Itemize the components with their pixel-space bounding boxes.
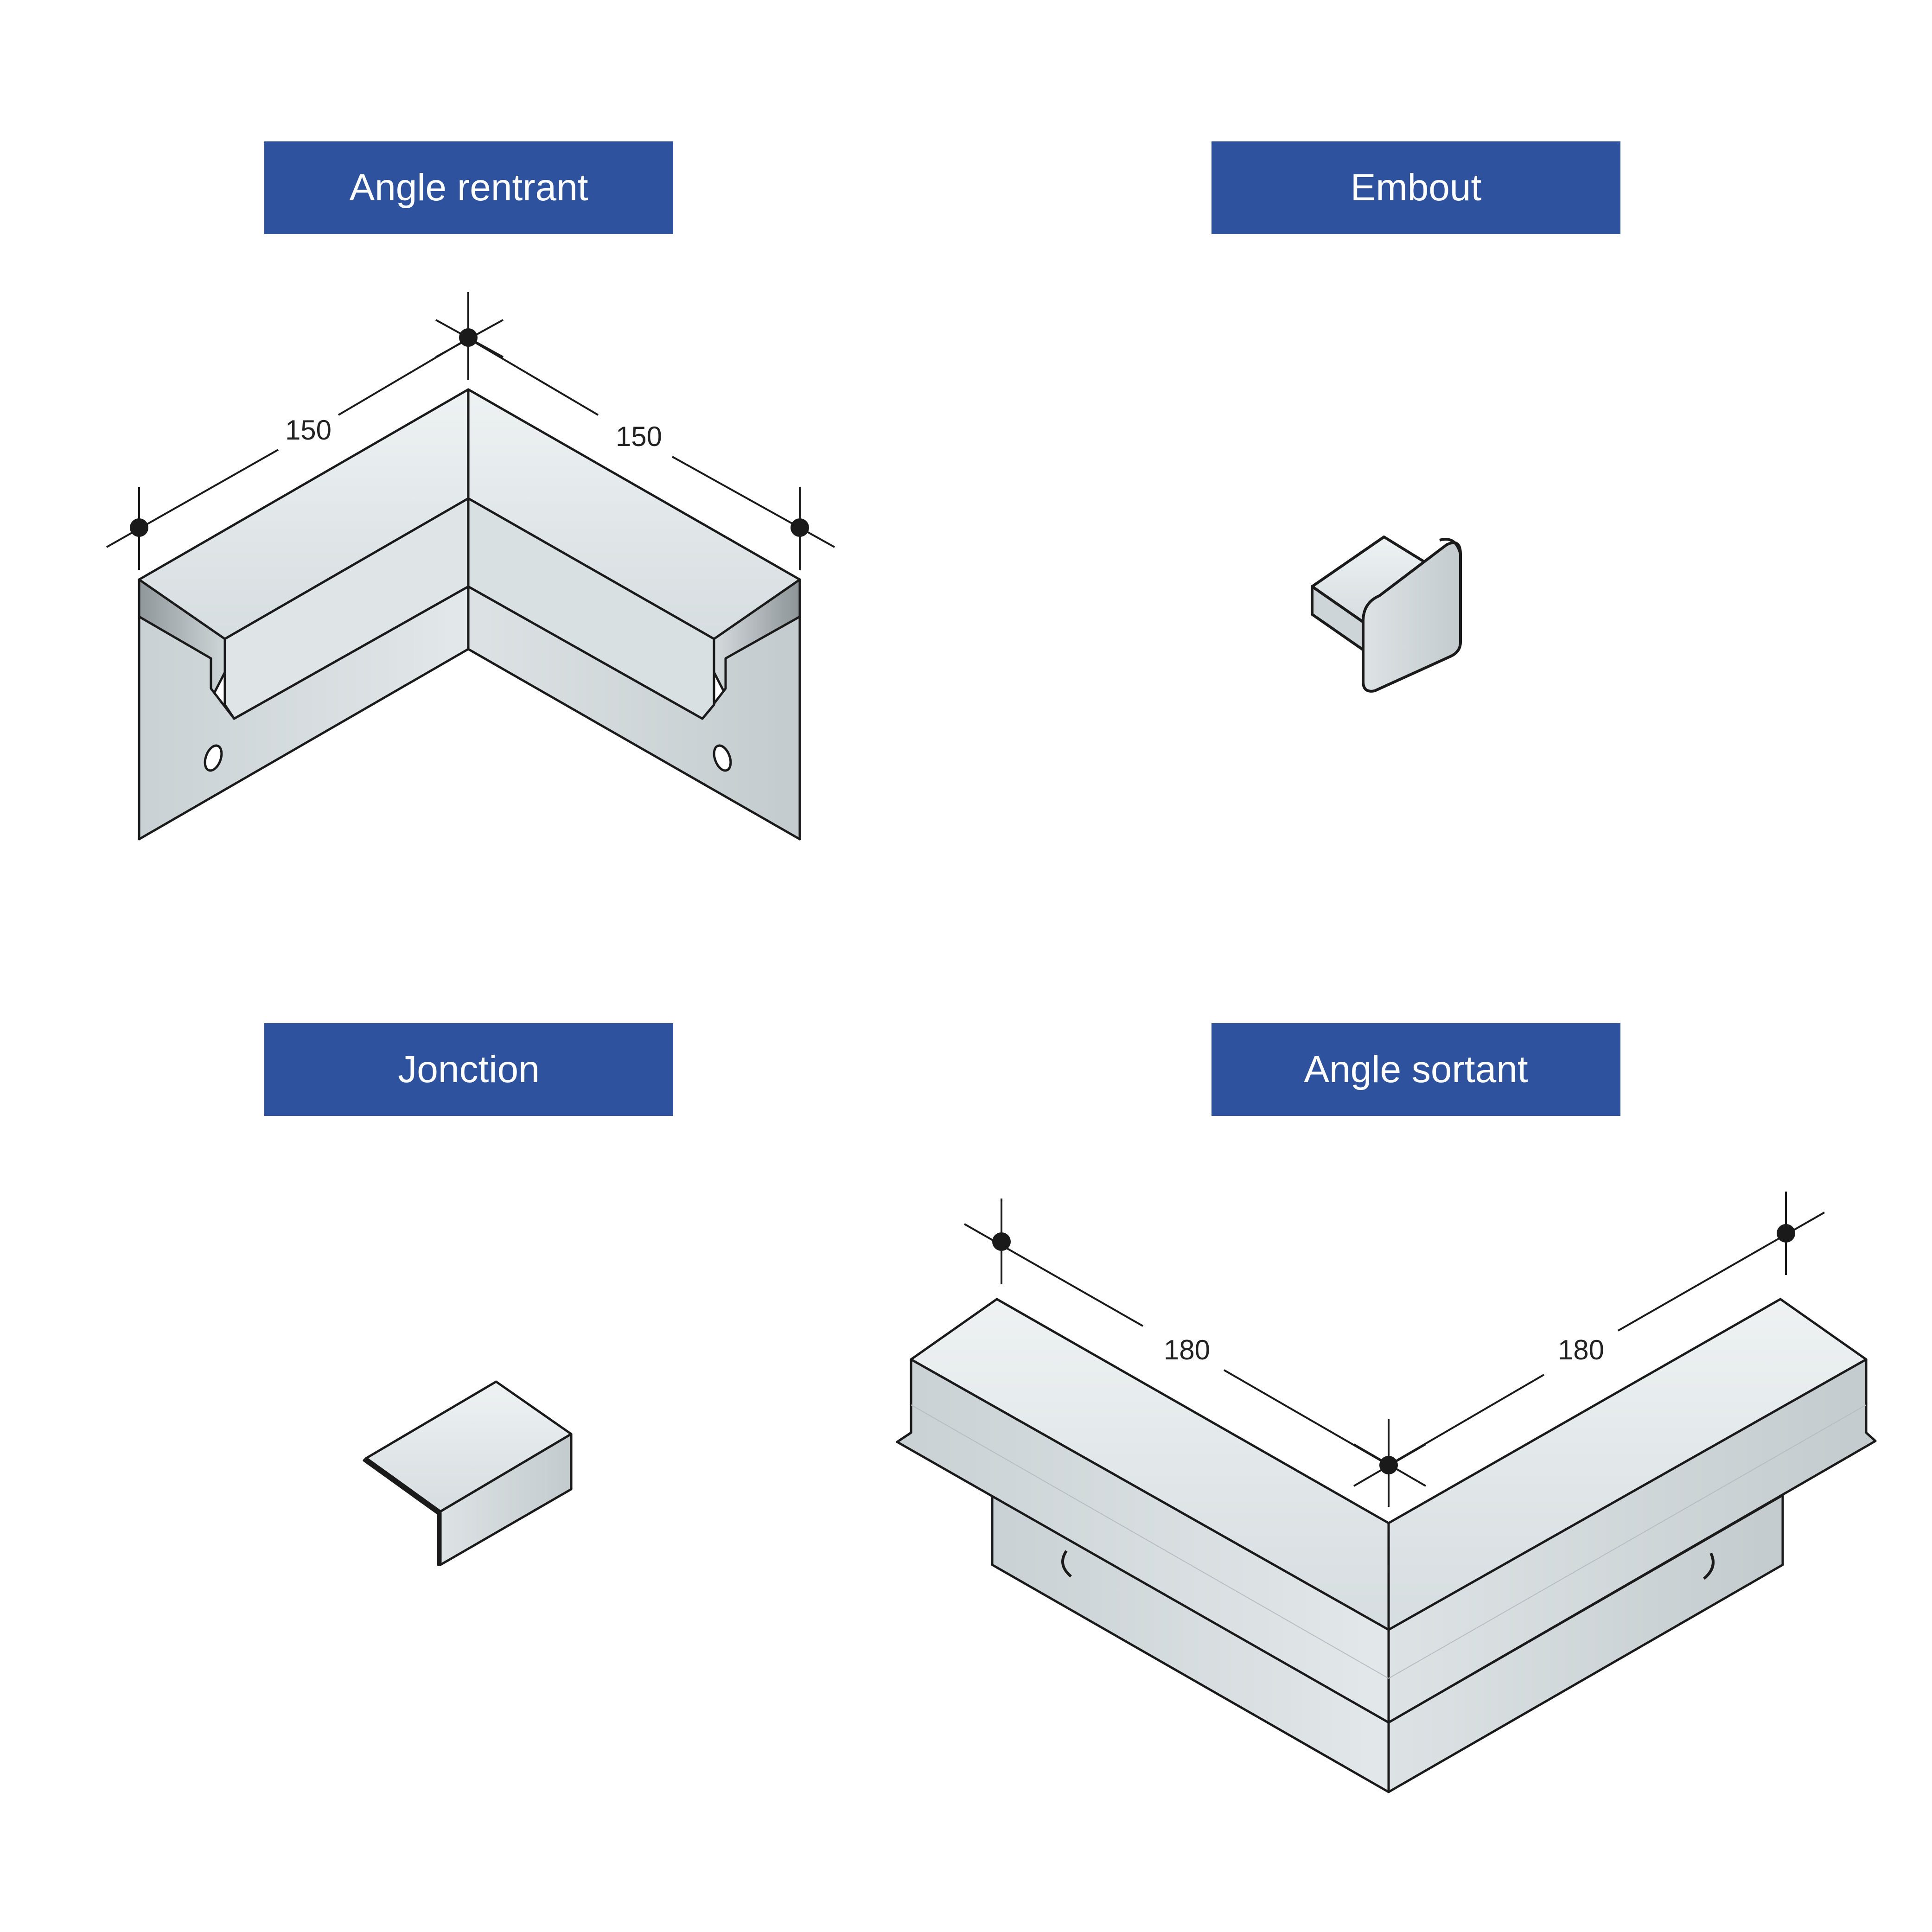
rentrant-screw-hole-left — [204, 744, 223, 772]
title-angle-sortant: Angle sortant — [1211, 1023, 1620, 1116]
sortant-screw-hole-right — [1703, 1552, 1715, 1580]
rentrant-screw-hole-right — [713, 744, 732, 772]
angle-sortant-drawing — [896, 1298, 1877, 1793]
sortant-dim-left-label: 180 — [1164, 1334, 1210, 1365]
jonction-drawing — [363, 1380, 573, 1566]
embout-cap-face — [1362, 541, 1462, 693]
sortant-dim-point-right — [1777, 1224, 1795, 1243]
title-angle-rentrant: Angle rentrant — [264, 141, 673, 234]
rentrant-dim-right-label: 150 — [616, 421, 662, 452]
rentrant-dim-point-apex — [459, 328, 478, 347]
rentrant-dim-point-left — [130, 518, 148, 537]
angle-rentrant-drawing — [138, 388, 801, 841]
rentrant-trough-left — [223, 497, 470, 720]
sortant-dim-point-center — [1379, 1456, 1398, 1474]
embout-drawing — [1311, 536, 1462, 693]
angle-sortant-dimensions — [964, 1192, 1825, 1507]
embout-cap-edge — [1439, 538, 1462, 555]
title-jonction: Jonction — [264, 1023, 673, 1116]
title-embout: Embout — [1211, 141, 1620, 234]
rentrant-dim-left-label: 150 — [285, 414, 332, 446]
rentrant-dim-point-right — [791, 518, 809, 537]
sortant-dim-right-label: 180 — [1558, 1334, 1604, 1365]
sortant-screw-hole-left — [1061, 1550, 1072, 1578]
jonction-front-lip — [363, 1457, 442, 1566]
rentrant-trough-right — [467, 497, 715, 720]
sortant-dim-point-left — [992, 1232, 1011, 1251]
